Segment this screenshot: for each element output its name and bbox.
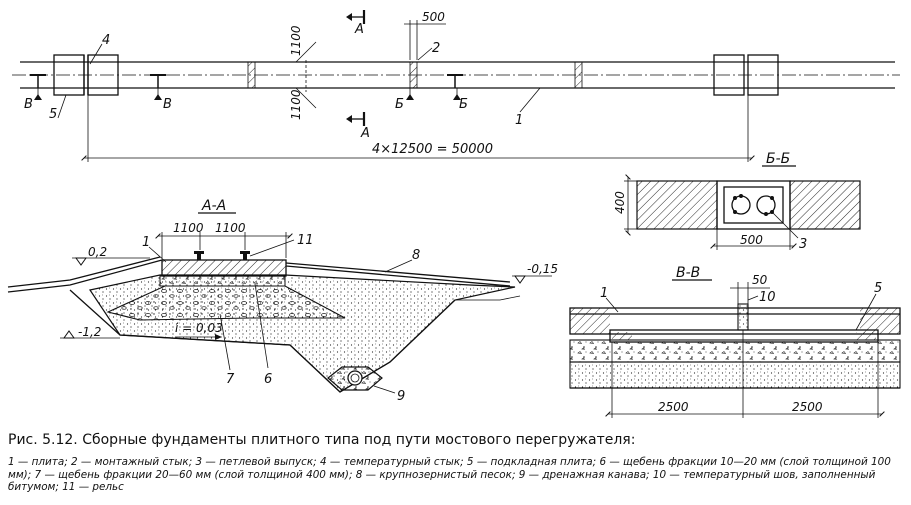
section-bb-title: Б-Б: [766, 151, 790, 167]
aa-rail-right: [240, 251, 250, 260]
assembly-joint-2: [409, 61, 418, 89]
caption-title: Рис. 5.12. Сборные фундаменты плитного т…: [8, 432, 636, 448]
aa-callout-7: 7: [226, 372, 235, 387]
section-aa-title: А-А: [201, 198, 226, 214]
vv-gravel-layer: [569, 339, 901, 363]
aa-dim-1100-right: 1100: [215, 221, 246, 235]
assembly-joint-1: [247, 61, 256, 89]
rail-mark-mid-1: [150, 74, 166, 88]
aa-level-bottom: -1,2: [78, 325, 101, 339]
aa-ground-left: [7, 259, 163, 293]
plan-label-v-left: В: [24, 97, 33, 112]
rail-mark-left: [30, 74, 46, 88]
aa-slab: [161, 259, 287, 277]
aa-callout-8: 8: [412, 248, 420, 263]
plan-callout-4: 4: [102, 33, 110, 48]
aa-level-right: -0,15: [527, 262, 558, 276]
plan-label-b-left: Б: [395, 97, 404, 112]
plan-label-v-right: В: [163, 97, 172, 112]
aa-rail-left: [194, 251, 204, 260]
section-vv-title: В-В: [676, 265, 700, 281]
vv-dim-50: 50: [752, 273, 768, 287]
bb-dim-500: 500: [740, 233, 763, 247]
vv-bitumen-joint: [737, 303, 749, 331]
plan-label-b-right: Б: [459, 97, 468, 112]
right-support-plate-2: [747, 54, 779, 96]
plan-label-a-bottom: А: [360, 126, 370, 141]
plan-dim-500: 500: [422, 10, 445, 24]
vv-callout-5: 5: [874, 281, 882, 296]
plan-dim-total: 4×12500 = 50000: [372, 142, 493, 157]
section-vv: В-В 50 2500 2500 1 10 5: [569, 265, 901, 418]
vv-callout-1: 1: [600, 286, 608, 301]
plan-label-a-top: А: [354, 22, 364, 37]
aa-callout-11: 11: [297, 233, 314, 248]
section-bb: Б-Б 400 500 3: [613, 151, 861, 252]
foundation-drawing: В В Б Б А А 500 1100 1100: [7, 10, 901, 418]
vv-callout-10: 10: [759, 290, 776, 305]
aa-level-top: 0,2: [88, 245, 107, 259]
bb-callout-3: 3: [799, 237, 807, 252]
plan-dim-1100-top: 1100: [289, 25, 303, 56]
vv-dim-2500-right: 2500: [792, 400, 823, 414]
caption-legend: 1 — плита; 2 — монтажный стык; 3 — петле…: [8, 456, 891, 493]
bb-dim-400: 400: [613, 191, 627, 214]
rail-mark-mid-2: [447, 74, 463, 88]
section-aa: А-А 11: [7, 198, 558, 404]
section-v-arrows: [34, 88, 162, 100]
section-b-arrows: [406, 88, 461, 100]
aa-callout-9: 9: [397, 389, 405, 404]
plan-callout-2: 2: [432, 41, 440, 56]
vv-dim-2500-left: 2500: [658, 400, 689, 414]
bb-slab-left: [636, 180, 718, 230]
vv-sand-layer: [569, 361, 901, 389]
aa-slope: i = 0,03: [175, 321, 223, 335]
section-a-arrows: [346, 10, 366, 126]
right-support-plate: [713, 54, 745, 96]
bb-slab-right: [789, 180, 861, 230]
plan-view: В В Б Б А А 500 1100 1100: [12, 10, 900, 162]
plan-callout-5: 5: [49, 107, 57, 122]
bb-joint: [716, 180, 791, 230]
aa-callout-6: 6: [264, 372, 272, 387]
aa-dim-1100-left: 1100: [173, 221, 204, 235]
assembly-joint-3: [574, 61, 583, 89]
aa-gravel-10-20: [159, 275, 286, 287]
aa-callout-1: 1: [142, 235, 150, 250]
figure-caption: Рис. 5.12. Сборные фундаменты плитного т…: [8, 432, 904, 494]
aa-ground-right: [285, 262, 511, 283]
plan-callout-1: 1: [515, 113, 523, 128]
plan-dim-1100-bottom: 1100: [289, 89, 303, 120]
